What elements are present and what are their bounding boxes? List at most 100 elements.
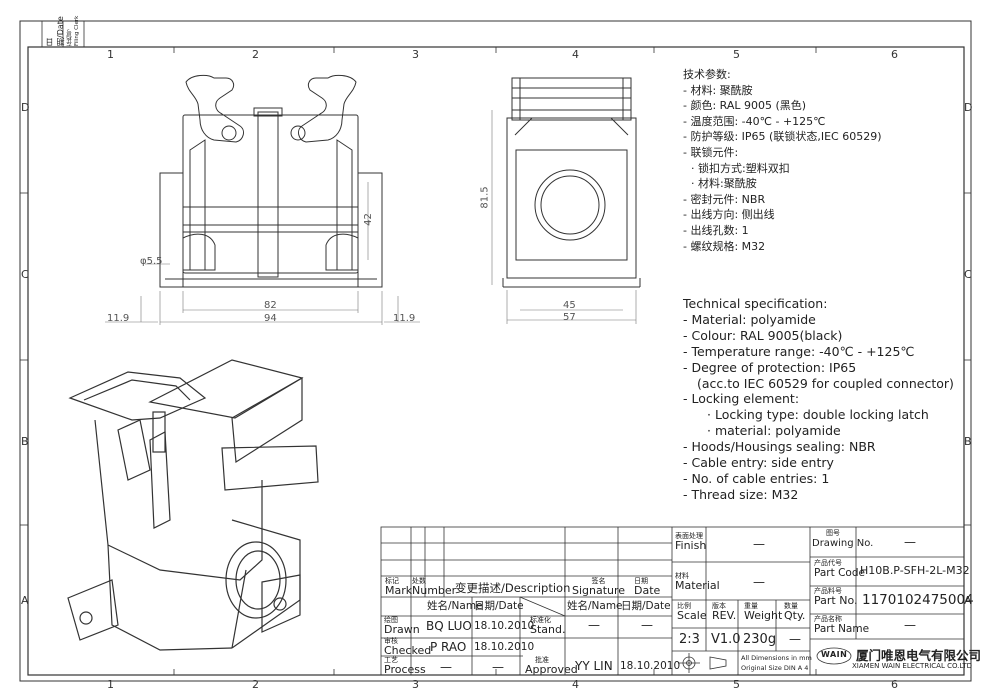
spec-en-line: - No. of cable entries: 1 <box>683 470 830 486</box>
spec-en-line: - Colour: RAL 9005(black) <box>683 327 843 343</box>
tb-drawn-cn: 绘图 <box>384 616 398 624</box>
spec-en-line: - Locking element: <box>683 391 800 407</box>
tb-checked-cn: 审核 <box>384 637 398 645</box>
zone-top-3: 3 <box>412 48 419 61</box>
spec-en-line: · material: polyamide <box>707 423 841 439</box>
dim-height-42: 42 <box>362 213 374 226</box>
tb-finish-en: Finish <box>675 539 707 553</box>
tb-signature-en: Signature <box>572 584 626 598</box>
dim-width-82: 82 <box>264 300 277 311</box>
company-name-cn: 厦门唯恩电气有限公司 <box>856 648 982 663</box>
title-block-grid <box>380 526 965 676</box>
spec-chinese: 技术参数: - 材料: 聚酰胺 - 颜色: RAL 9005 (黑色) - 温度… <box>683 67 881 254</box>
spec-en-line: Technical specification: <box>683 296 828 311</box>
tb-checked-name: P RAO <box>430 640 467 654</box>
tb-number-cn: 处数 <box>412 577 426 585</box>
tb-part-name-value: — <box>904 618 916 632</box>
tb-mark-en: Mark <box>385 584 413 598</box>
tb-dims-note-1: All Dimensions in mm <box>741 654 812 662</box>
tb-approved-cn: 批准 <box>535 656 549 664</box>
zone-right-c: C <box>964 268 972 281</box>
dim-width-45: 45 <box>563 300 576 311</box>
margin-filing-label: 存档号 Filing Clerk <box>67 15 80 46</box>
zone-top-2: 2 <box>252 48 259 61</box>
front-view <box>159 74 383 288</box>
tb-sig-date-header: 日期/Date <box>621 600 671 612</box>
tb-scale-cn: 比例 <box>677 602 691 610</box>
spec-en-line: - Hoods/Housings sealing: NBR <box>683 439 876 455</box>
tb-drawing-no-en: Drawing No. <box>812 538 874 550</box>
zone-left-a: A <box>21 594 29 607</box>
tb-part-no-cn: 产品料号 <box>814 587 842 595</box>
zone-left-c: C <box>21 268 29 281</box>
spec-cn-line: · 材料:聚酰胺 <box>691 177 757 191</box>
tb-process-date: — <box>492 660 504 674</box>
zone-top-4: 4 <box>572 48 579 61</box>
zone-bottom-2: 2 <box>252 678 259 691</box>
isometric-view <box>67 359 319 651</box>
tb-rev-value: V1.0 <box>711 632 741 647</box>
tb-name-header: 姓名/Name <box>427 600 483 612</box>
tb-stand-name: — <box>588 618 600 632</box>
tb-stand-cn: 标准化 <box>530 616 551 624</box>
tb-part-no-value: 1170102475004 <box>862 592 974 608</box>
dim-edge-11-9-left: 11.9 <box>107 313 130 324</box>
tb-process-en: Process <box>384 663 426 677</box>
tb-part-name-cn: 产品名称 <box>814 615 842 623</box>
tb-drawing-no-value: — <box>904 535 916 549</box>
tb-qty-value: — <box>789 632 801 646</box>
side-view <box>502 77 641 288</box>
zone-left-d: D <box>21 101 30 114</box>
zone-right-a: A <box>964 594 972 607</box>
tb-rev-en: REV. <box>712 609 737 623</box>
spec-cn-line: 技术参数: <box>683 68 731 81</box>
tb-part-code-value: H10B.P-SFH-2L-M32 <box>860 564 970 577</box>
dim-diameter-5-5: φ5.5 <box>140 256 163 267</box>
tb-process-cn: 工艺 <box>384 656 398 664</box>
tb-material-en: Material <box>675 579 720 593</box>
spec-en-line: - Thread size: M32 <box>683 486 799 502</box>
zone-bottom-5: 5 <box>733 678 740 691</box>
tb-finish-cn: 表面处理 <box>675 532 703 540</box>
tb-part-name-en: Part Name <box>814 623 870 636</box>
tb-part-code-cn: 产品代号 <box>814 559 842 567</box>
tb-part-no-en: Part No. <box>814 594 858 608</box>
tb-description: 变更描述/Description <box>455 581 571 595</box>
zone-top-5: 5 <box>733 48 740 61</box>
zone-bottom-6: 6 <box>891 678 898 691</box>
zone-bottom-3: 3 <box>412 678 419 691</box>
spec-en-line: (acc.to IEC 60529 for coupled connector) <box>697 375 954 391</box>
tb-signature-cn: 签名 <box>591 577 606 585</box>
zone-right-d: D <box>964 101 973 114</box>
company-logo: WAIN <box>821 650 848 659</box>
tb-scale-en: Scale <box>677 609 707 623</box>
zone-top-6: 6 <box>891 48 898 61</box>
dim-width-94: 94 <box>264 313 277 324</box>
spec-cn-line: - 材料: 聚酰胺 <box>683 83 753 97</box>
tb-part-code-en: Part Code <box>814 567 865 580</box>
tb-finish-value: — <box>753 537 765 551</box>
tb-approved-en: Approved <box>525 663 578 677</box>
tb-rev-cn: 版本 <box>712 602 726 610</box>
tb-checked-en: Checked <box>384 644 432 658</box>
tb-drawing-no-cn: 图号 <box>826 529 840 537</box>
zone-left-b: B <box>21 435 29 448</box>
spec-english: Technical specification: - Material: pol… <box>683 296 954 503</box>
zone-bottom-1: 1 <box>107 678 114 691</box>
tb-drawn-name: BQ LUO <box>426 619 472 633</box>
